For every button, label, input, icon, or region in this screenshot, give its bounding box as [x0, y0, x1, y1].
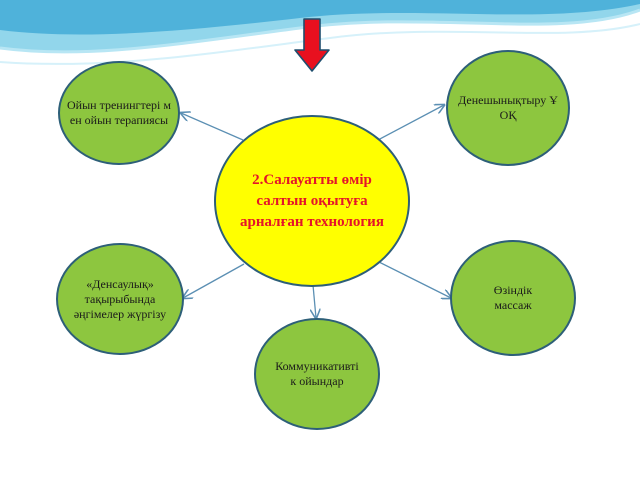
node-game-trainings: Ойын тренингтері мен ойын терапиясы — [58, 61, 180, 165]
connector-top-right — [377, 105, 444, 141]
node-label: Өзіндік массаж — [493, 283, 533, 312]
node-self-massage: Өзіндік массаж — [450, 240, 576, 356]
node-label: Денешынықтыру ҰОҚ — [458, 93, 558, 122]
center-node: 2.Салауатты өмір салтын оқытуға арналған… — [214, 115, 410, 287]
connector-mid-left — [183, 263, 245, 298]
node-label: Коммуникативтік ойындар — [275, 359, 359, 388]
node-health-talks: «Денсаулық» тақырыбында әңгімелер жүргіз… — [56, 243, 184, 355]
down-arrow-icon — [294, 18, 330, 72]
node-physical-education: Денешынықтыру ҰОҚ — [446, 50, 570, 166]
center-label: 2.Салауатты өмір салтын оқытуға арналған… — [240, 171, 384, 230]
connector-bottom — [313, 284, 316, 318]
node-label: Ойын тренингтері мен ойын терапиясы — [67, 98, 171, 127]
connector-top-left — [181, 113, 244, 141]
connector-mid-right — [378, 261, 451, 298]
node-communicative-games: Коммуникативтік ойындар — [254, 318, 380, 430]
node-label: «Денсаулық» тақырыбында әңгімелер жүргіз… — [73, 276, 167, 321]
